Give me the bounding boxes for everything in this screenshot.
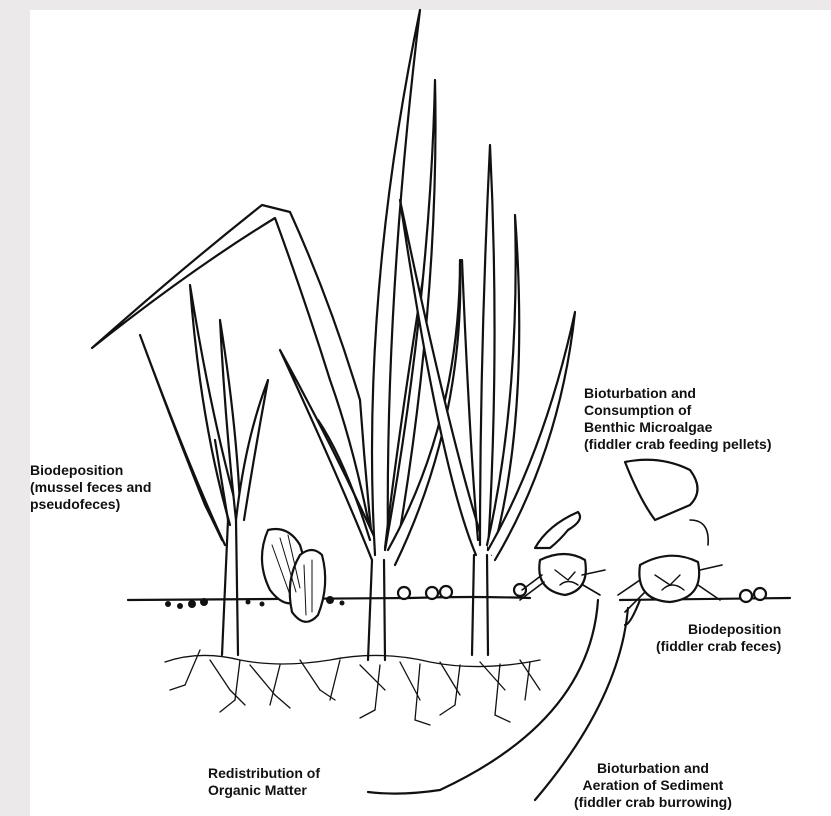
label-line: (fiddler crab feces)	[656, 638, 781, 655]
label-line: pseudofeces)	[30, 496, 151, 513]
label-line: (fiddler crab feeding pellets)	[584, 436, 771, 453]
label-redistribution: Redistribution of Organic Matter	[208, 765, 320, 799]
label-biodeposition-crab: Biodeposition (fiddler crab feces)	[656, 621, 781, 655]
label-line: Biodeposition	[656, 621, 781, 638]
label-line: (fiddler crab burrowing)	[574, 794, 732, 811]
label-biodeposition-mussel: Biodeposition (mussel feces and pseudofe…	[30, 462, 151, 513]
label-line: Aeration of Sediment	[574, 777, 732, 794]
label-bioturbation-consumption: Bioturbation and Consumption of Benthic …	[584, 385, 771, 453]
label-line: Redistribution of	[208, 765, 320, 782]
grass-blade	[236, 380, 268, 520]
label-line: Bioturbation and	[574, 760, 732, 777]
grass-roots	[165, 650, 540, 725]
fiddler-crab-left-icon	[520, 512, 605, 600]
grass-stem-left	[222, 520, 238, 655]
label-line: Biodeposition	[30, 462, 151, 479]
label-line: Benthic Microalgae	[584, 419, 771, 436]
grass-stem-right	[472, 555, 488, 655]
label-line: Organic Matter	[208, 782, 320, 799]
label-line: Bioturbation and	[584, 385, 771, 402]
grass-blade	[480, 145, 495, 550]
label-line: Consumption of	[584, 402, 771, 419]
fiddler-crab-right-icon	[618, 460, 722, 612]
label-line: (mussel feces and	[30, 479, 151, 496]
grass-stem-center	[368, 560, 385, 660]
mussel-icon	[262, 529, 325, 622]
label-bioturbation-aeration: Bioturbation and Aeration of Sediment (f…	[574, 760, 732, 811]
